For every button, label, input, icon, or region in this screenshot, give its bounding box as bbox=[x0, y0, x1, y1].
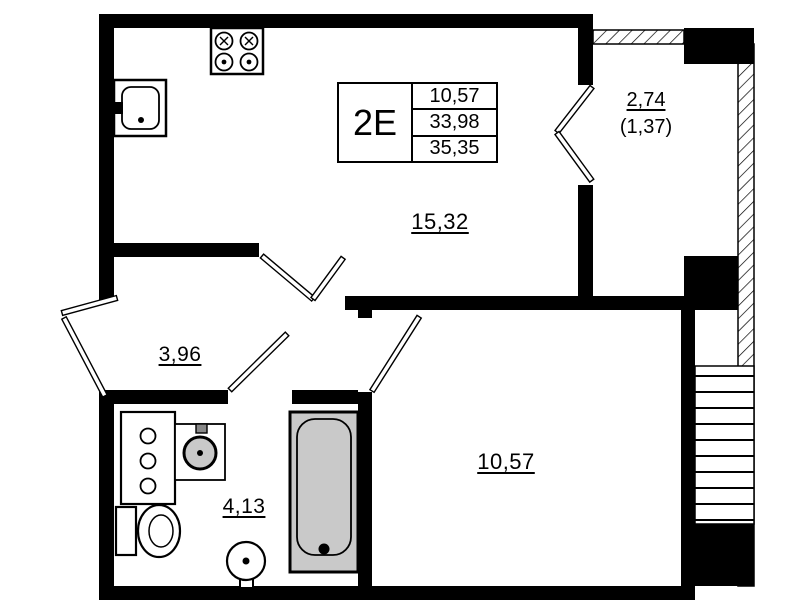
unit-area-rows: 10,57 33,98 35,35 bbox=[413, 84, 496, 161]
unit-area-row-overall: 35,35 bbox=[429, 137, 480, 160]
living-room-door bbox=[259, 253, 347, 303]
bathroom-door bbox=[227, 331, 290, 393]
floor-drain-icon bbox=[225, 540, 267, 589]
unit-area-row-total: 33,98 bbox=[413, 110, 496, 137]
room-label-bedroom: 10,57 bbox=[477, 449, 535, 474]
unit-type-label: 2E bbox=[339, 84, 413, 161]
room-label-living-kitchen: 15,32 bbox=[411, 209, 469, 234]
bedroom-door bbox=[368, 314, 423, 394]
balcony-door bbox=[554, 84, 595, 184]
washbasin-icon bbox=[174, 423, 226, 481]
room-label-hallway: 3,96 bbox=[158, 343, 202, 366]
cabinet-icon bbox=[119, 410, 177, 506]
kitchen-sink-icon bbox=[112, 78, 168, 138]
toilet-icon bbox=[114, 503, 182, 559]
room-label-bathroom: 4,13 bbox=[222, 495, 266, 518]
unit-area-row-living: 10,57 bbox=[413, 84, 496, 111]
unit-info-table: 2E 10,57 33,98 35,35 bbox=[337, 82, 498, 163]
balcony-area-label: 2,74 bbox=[626, 89, 666, 111]
balcony-structure bbox=[592, 29, 755, 587]
entrance-door bbox=[60, 294, 119, 399]
balcony-reduced-area-label: (1,37) bbox=[619, 116, 673, 138]
bathtub-icon bbox=[288, 410, 360, 574]
stove-icon bbox=[209, 26, 265, 76]
balcony-label: 2,74 (1,37) bbox=[620, 87, 672, 141]
walls bbox=[99, 14, 754, 600]
